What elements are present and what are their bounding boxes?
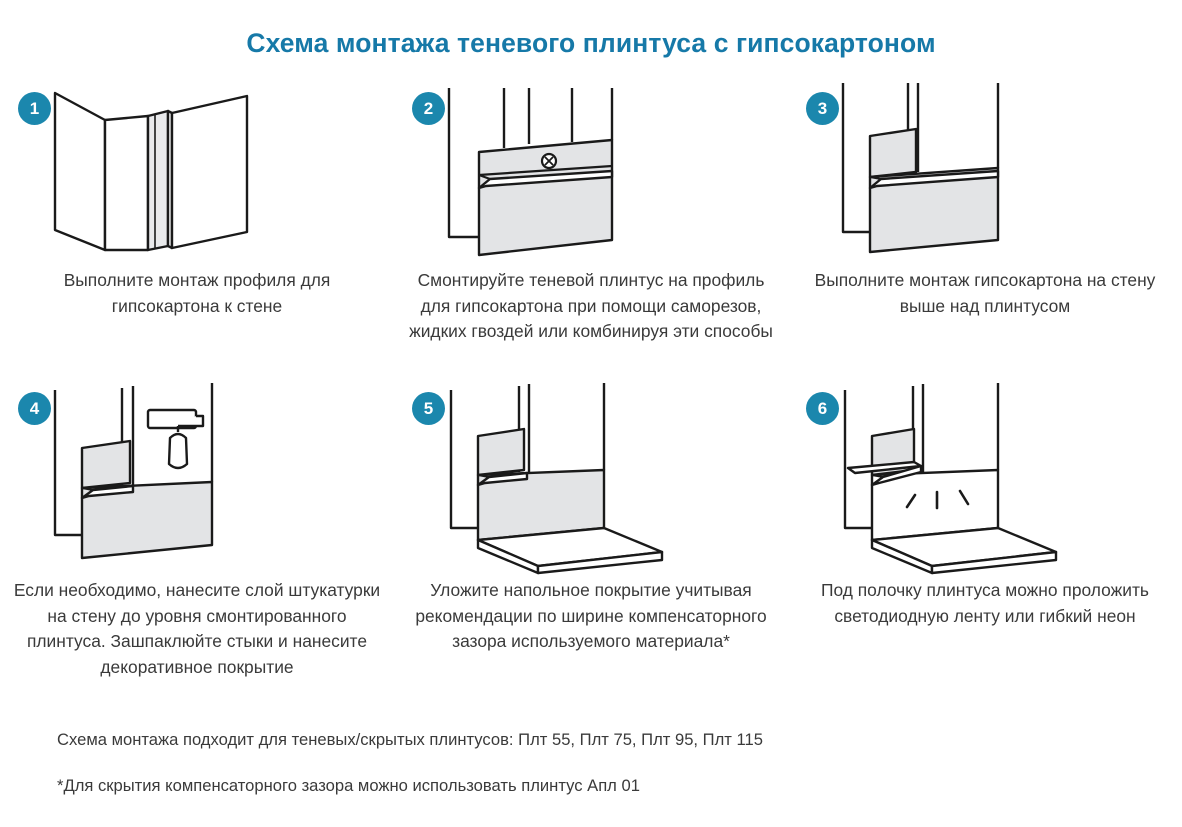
page-title: Схема монтажа теневого плинтуса с гипсок… xyxy=(246,28,936,58)
step-3: 3 xyxy=(788,80,1182,380)
step-5-figure: 5 xyxy=(394,380,788,575)
step-1-figure: 1 xyxy=(0,80,394,265)
screw-icon xyxy=(540,152,558,170)
step-4: 4 xyxy=(0,380,394,698)
corner-wall-with-profile-illustration xyxy=(53,91,249,252)
step-1-badge: 1 xyxy=(18,92,51,125)
step-4-figure: 4 xyxy=(0,380,394,565)
step-6-badge: 6 xyxy=(806,392,839,425)
step-1: 1 Вы xyxy=(0,80,394,380)
step-6: 6 xyxy=(788,380,1182,698)
led-strip-under-shelf-illustration xyxy=(843,383,1058,575)
step-4-caption: Если необходимо, нанесите слой штукатурк… xyxy=(13,580,381,677)
step-3-badge: 3 xyxy=(806,92,839,125)
paint-roller-icon xyxy=(146,408,205,470)
drywall-above-baseboard-illustration xyxy=(841,83,1000,254)
step-1-caption: Выполните монтаж профиля для гипсокартон… xyxy=(63,270,331,316)
step-2-badge: 2 xyxy=(412,92,445,125)
steps-grid: 1 Вы xyxy=(0,80,1182,698)
baseboard-mounted-with-screw-illustration xyxy=(447,88,614,257)
footnote-compatible-models: Схема монтажа подходит для теневых/скрыт… xyxy=(57,730,763,749)
step-6-figure: 6 xyxy=(788,380,1182,575)
step-5-caption: Уложите напольное покрытие учитывая реко… xyxy=(415,580,767,651)
footnotes: Схема монтажа подходит для теневых/скрыт… xyxy=(57,730,1057,796)
floor-covering-laid-illustration xyxy=(449,383,664,575)
step-2: 2 xyxy=(394,80,788,380)
plaster-roller-on-wall-illustration xyxy=(53,383,214,560)
step-6-caption: Под полочку плинтуса можно проложить све… xyxy=(821,580,1149,626)
footnote-gap-cover: *Для скрытия компенсаторного зазора можн… xyxy=(57,776,640,795)
led-light-rays-icon xyxy=(905,489,970,510)
step-2-figure: 2 xyxy=(394,80,788,265)
step-3-caption: Выполните монтаж гипсокартона на стену в… xyxy=(814,270,1156,316)
step-5-badge: 5 xyxy=(412,392,445,425)
step-4-badge: 4 xyxy=(18,392,51,425)
step-5: 5 xyxy=(394,380,788,698)
step-3-figure: 3 xyxy=(788,80,1182,265)
step-2-caption: Смонтируйте теневой плинтус на профиль д… xyxy=(409,270,773,341)
